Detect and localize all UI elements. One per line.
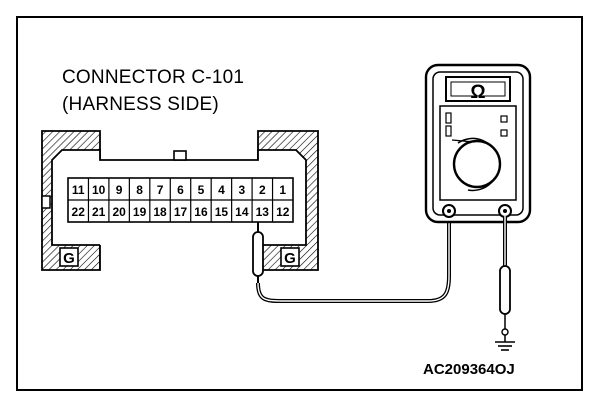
pin-22: 22 xyxy=(72,205,86,219)
pin-16: 16 xyxy=(194,205,208,219)
pin-8: 8 xyxy=(136,183,143,197)
pin-15: 15 xyxy=(215,205,229,219)
pin-6: 6 xyxy=(177,183,184,197)
figure-id: AC209364OJ xyxy=(423,361,515,378)
diagram-frame xyxy=(16,16,583,391)
pin-4: 4 xyxy=(218,183,225,197)
pin-18: 18 xyxy=(153,205,167,219)
pin-2: 2 xyxy=(259,183,266,197)
ohm-symbol: Ω xyxy=(470,82,485,103)
pin-20: 20 xyxy=(112,205,126,219)
ground-mark-right: G xyxy=(280,247,300,267)
pin-1: 1 xyxy=(279,183,286,197)
pin-19: 19 xyxy=(133,205,147,219)
test-probe-icon xyxy=(252,222,264,284)
pin-3: 3 xyxy=(239,183,246,197)
ohmmeter-icon: Ω xyxy=(424,63,532,224)
ground-symbol-icon xyxy=(495,341,515,351)
connector-title-block: CONNECTOR C-101 (HARNESS SIDE) xyxy=(62,64,244,118)
pin-11: 11 xyxy=(72,183,85,197)
pin-17: 17 xyxy=(174,205,188,219)
pin-21: 21 xyxy=(92,205,106,219)
pin-12: 12 xyxy=(276,205,290,219)
pin-10: 10 xyxy=(92,183,106,197)
pin-14: 14 xyxy=(235,205,249,219)
pin-7: 7 xyxy=(157,183,164,197)
ground-mark-right-label: G xyxy=(284,250,296,267)
ground-mark-left-label: G xyxy=(63,250,75,267)
pin-5: 5 xyxy=(198,183,205,197)
pin-13: 13 xyxy=(256,205,270,219)
ground-probe xyxy=(499,216,511,342)
pin-9: 9 xyxy=(116,183,123,197)
connector-subtitle: (HARNESS SIDE) xyxy=(62,94,219,115)
connector-title: CONNECTOR C-101 xyxy=(62,67,245,88)
ground-mark-left: G xyxy=(59,247,79,267)
pin-row-bottom: 22 21 20 19 18 17 16 15 14 13 12 xyxy=(72,200,290,222)
